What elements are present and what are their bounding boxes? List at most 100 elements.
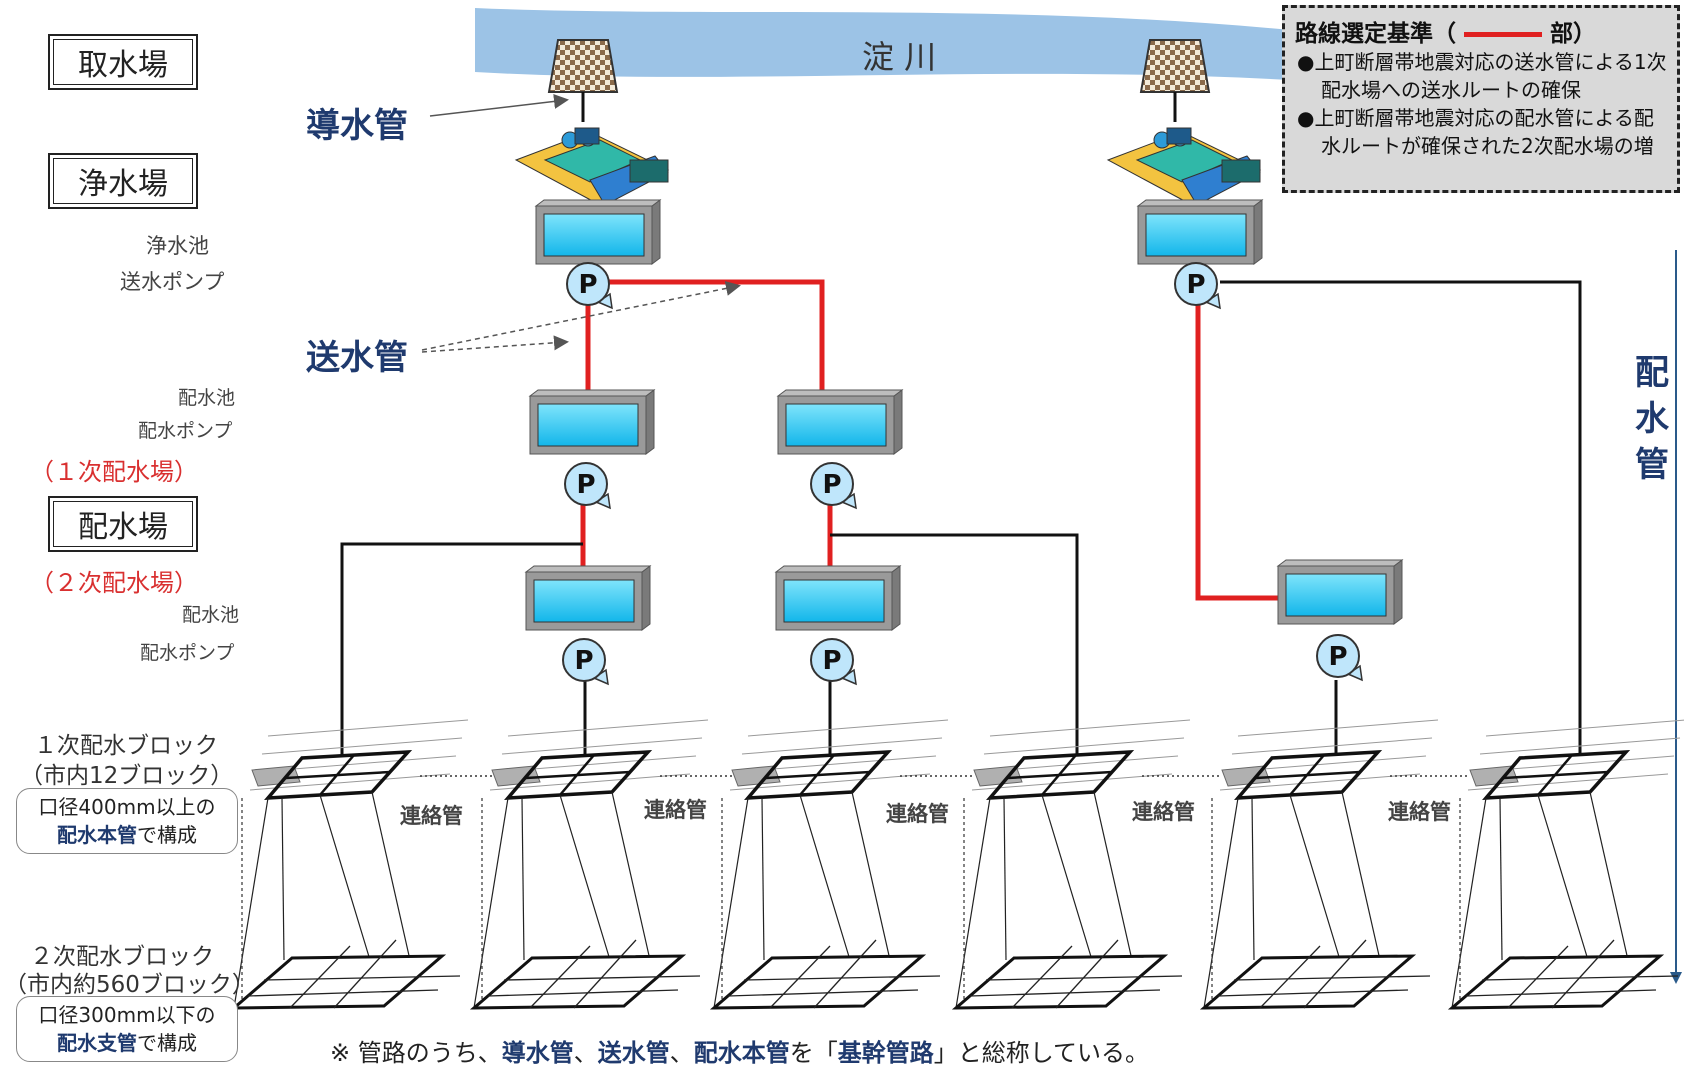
secondary-block-grid (709, 939, 941, 1010)
block-set-2 (469, 719, 732, 1010)
label-secondary-station: （２次配水場） (30, 569, 198, 597)
legend-red-line (1464, 32, 1542, 37)
tank-primary-1 (528, 389, 656, 455)
label-sosui: 送水管 (306, 338, 408, 378)
tank-secondary-3 (1276, 559, 1404, 625)
label-primary-pond: 配水池 (178, 387, 236, 409)
legend-title-pre: 路線選定基準（ (1295, 21, 1456, 47)
block1-count: （市内12ブロック） (20, 763, 234, 789)
renraku-label-2: 連絡管 (644, 798, 707, 822)
legend-item-1: ●上町断層帯地震対応の送水管による1次配水場への送水ルートの確保 (1297, 50, 1667, 102)
pump-transmission-right: P (1174, 262, 1221, 310)
pump-letter: P (1328, 642, 1347, 672)
secondary-block-grid (229, 939, 461, 1010)
label-purification-pond: 浄水池 (146, 234, 209, 258)
secondary-block-grid (951, 939, 1183, 1010)
intake-tower-left (547, 39, 619, 122)
footnote-haisui-main: 配水本管 (693, 1039, 790, 1067)
primary-block-grid (1219, 719, 1439, 791)
tanks (524, 199, 1404, 631)
projection-lines (1203, 791, 1381, 1009)
secondary-block-grid (1199, 939, 1431, 1010)
renraku-label-1: 連絡管 (400, 804, 463, 828)
river-label: 淀 川 (862, 38, 937, 76)
block1-note: 口径400mm以上の 配水本管で構成 (16, 788, 238, 854)
primary-block-grid (249, 719, 469, 791)
legend-item-2: ●上町断層帯地震対応の配水管による配水ルートが確保された2次配水場の増 (1297, 106, 1654, 158)
secondary-block-grid (1447, 939, 1679, 1010)
footnote-sep2: 、 (669, 1039, 694, 1067)
footnote: ※ 管路のうち、導水管、送水管、配水本管を「基幹管路」と総称している。 (330, 1033, 1149, 1068)
primary-block-grid (1467, 719, 1684, 791)
renraku-label-3: 連絡管 (886, 802, 949, 826)
label-transmission-pump: 送水ポンプ (120, 270, 225, 294)
projection-lines (713, 791, 891, 1009)
projection-lines (233, 791, 411, 1009)
tank-primary-2 (776, 389, 904, 455)
pump-letter: P (576, 470, 595, 500)
leader-arrows (421, 93, 741, 353)
footnote-dosui: 導水管 (501, 1039, 574, 1067)
block-set-5 (1199, 719, 1470, 1010)
red-pipes (580, 279, 1280, 601)
tank-secondary-1 (524, 565, 652, 631)
legend-title: 路線選定基準（ 部） (1295, 14, 1667, 48)
block1-note-tail: で構成 (137, 823, 197, 847)
pump-secondary-1: P (562, 638, 609, 686)
label-primary-station: （１次配水場） (30, 458, 198, 486)
legend-title-post: 部） (1550, 21, 1596, 47)
tank-purification-left (534, 199, 662, 265)
pump-letter: P (578, 270, 597, 300)
tank-secondary-2 (774, 565, 902, 631)
primary-block-grid (489, 719, 709, 791)
block-set-6 (1447, 719, 1684, 1010)
level-intake: 取水場 (48, 34, 198, 90)
level-purification: 浄水場 (48, 153, 198, 209)
footnote-mid: を「 (789, 1039, 838, 1067)
river-band (475, 8, 1290, 80)
label-secondary-pump: 配水ポンプ (140, 642, 235, 664)
block-set-4 (951, 719, 1222, 1010)
block2-note: 口径300mm以下の 配水支管で構成 (16, 996, 238, 1062)
haisuikan-arrowhead (1670, 972, 1682, 984)
projection-lines (473, 791, 651, 1009)
block2-note-bold: 配水支管 (57, 1031, 137, 1055)
pump-secondary-3: P (1316, 634, 1363, 682)
label-haisui: 配水管 (1635, 353, 1669, 485)
pump-primary-1: P (564, 462, 611, 510)
label-primary-pump: 配水ポンプ (138, 420, 233, 442)
pump-transmission-left: P (566, 262, 613, 310)
projection-lines (955, 791, 1133, 1009)
secondary-block-grid (469, 939, 701, 1010)
block1-title: １次配水ブロック (34, 733, 218, 759)
pump-secondary-2: P (810, 638, 857, 686)
intake-tower-right (1139, 39, 1211, 122)
label-dosui: 導水管 (306, 106, 408, 146)
block2-note-line1: 口径300mm以下の (38, 1003, 216, 1027)
tank-purification-right (1136, 199, 1264, 265)
pump-letter: P (1186, 270, 1205, 300)
pump-letter: P (574, 646, 593, 676)
block2-count: （市内約560ブロック） (4, 972, 255, 998)
block-set-3 (709, 719, 974, 1010)
block1-note-line1: 口径400mm以上の (38, 795, 216, 819)
distribution-blocks (229, 719, 1684, 1010)
footnote-pre: ※ 管路のうち、 (330, 1039, 502, 1067)
purification-plant-right (1106, 127, 1262, 206)
block-set-1 (229, 719, 492, 1010)
block1-note-bold: 配水本管 (57, 823, 137, 847)
block2-title: ２次配水ブロック (30, 944, 214, 970)
route-criteria-legend: 路線選定基準（ 部） ●上町断層帯地震対応の送水管による1次配水場への送水ルートの… (1282, 5, 1680, 193)
primary-block-grid (971, 719, 1191, 791)
renraku-label-4: 連絡管 (1132, 800, 1195, 824)
pumps: P P P P P P P (562, 262, 1363, 686)
footnote-post: 」と総称している。 (933, 1039, 1150, 1067)
renraku-label-5: 連絡管 (1388, 800, 1451, 824)
footnote-sosui: 送水管 (597, 1039, 670, 1067)
level-distribution: 配水場 (48, 496, 198, 552)
pump-primary-2: P (810, 462, 857, 510)
block2-note-tail: で構成 (137, 1031, 197, 1055)
projection-lines (1451, 791, 1629, 1009)
